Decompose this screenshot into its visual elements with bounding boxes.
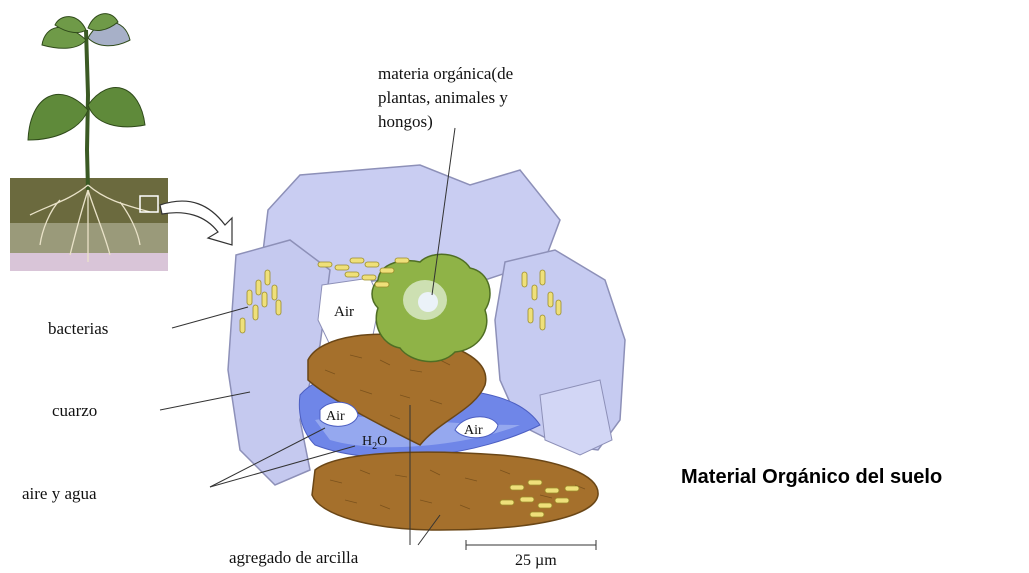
plant-leaf	[88, 88, 145, 127]
bacterium	[520, 497, 534, 502]
bacterium	[247, 290, 252, 305]
bacterium	[365, 262, 379, 267]
bacterium	[500, 500, 514, 505]
bacterium	[240, 318, 245, 333]
air-label-right: Air	[464, 423, 483, 438]
bacterium	[532, 285, 537, 300]
bacterium	[510, 485, 524, 490]
bacterium	[345, 272, 359, 277]
organic-matter-label-3: hongos)	[378, 110, 433, 134]
bacterium	[276, 300, 281, 315]
bacterium	[256, 280, 261, 295]
bacterium	[540, 315, 545, 330]
quartz-label: cuarzo	[52, 399, 97, 423]
clay-aggregate-label: agregado de arcilla	[229, 546, 358, 570]
bacterium	[565, 486, 579, 491]
bacterium	[262, 292, 267, 307]
bacterium	[538, 503, 552, 508]
plant-leaf	[28, 94, 88, 140]
bacterium	[548, 292, 553, 307]
bacterium	[350, 258, 364, 263]
scale-label: 25 µm	[515, 549, 557, 573]
bacterium	[540, 270, 545, 285]
soil-band-mid	[10, 223, 168, 253]
bacterium	[530, 512, 544, 517]
bacterium	[265, 270, 270, 285]
bacterium	[272, 285, 277, 300]
organic-matter-label-2: plantas, animales y	[378, 86, 508, 110]
diagram-title: Material Orgánico del suelo	[681, 466, 942, 489]
air-label-top: Air	[334, 304, 354, 320]
bacterium	[335, 265, 349, 270]
bacterium	[380, 268, 394, 273]
bacterium	[395, 258, 409, 263]
bacterium	[522, 272, 527, 287]
bacterium	[556, 300, 561, 315]
air-water-label: aire y agua	[22, 482, 97, 506]
soil-band-bottom	[10, 253, 168, 271]
plant-illustration	[10, 14, 232, 271]
bacterium	[253, 305, 258, 320]
bacterium	[375, 282, 389, 287]
bacterium	[362, 275, 376, 280]
bacterium	[528, 308, 533, 323]
bacterium	[555, 498, 569, 503]
zoom-arrow	[160, 201, 232, 245]
bacteria-label: bacterias	[48, 317, 108, 341]
organic-matter-label-1: materia orgánica(de	[378, 62, 513, 86]
bacterium	[318, 262, 332, 267]
organic-matter-core	[418, 292, 438, 312]
soil-aggregate: Air Air Air H2O	[228, 165, 625, 530]
bacterium	[528, 480, 542, 485]
air-label-left: Air	[326, 409, 345, 424]
bacterium	[545, 488, 559, 493]
